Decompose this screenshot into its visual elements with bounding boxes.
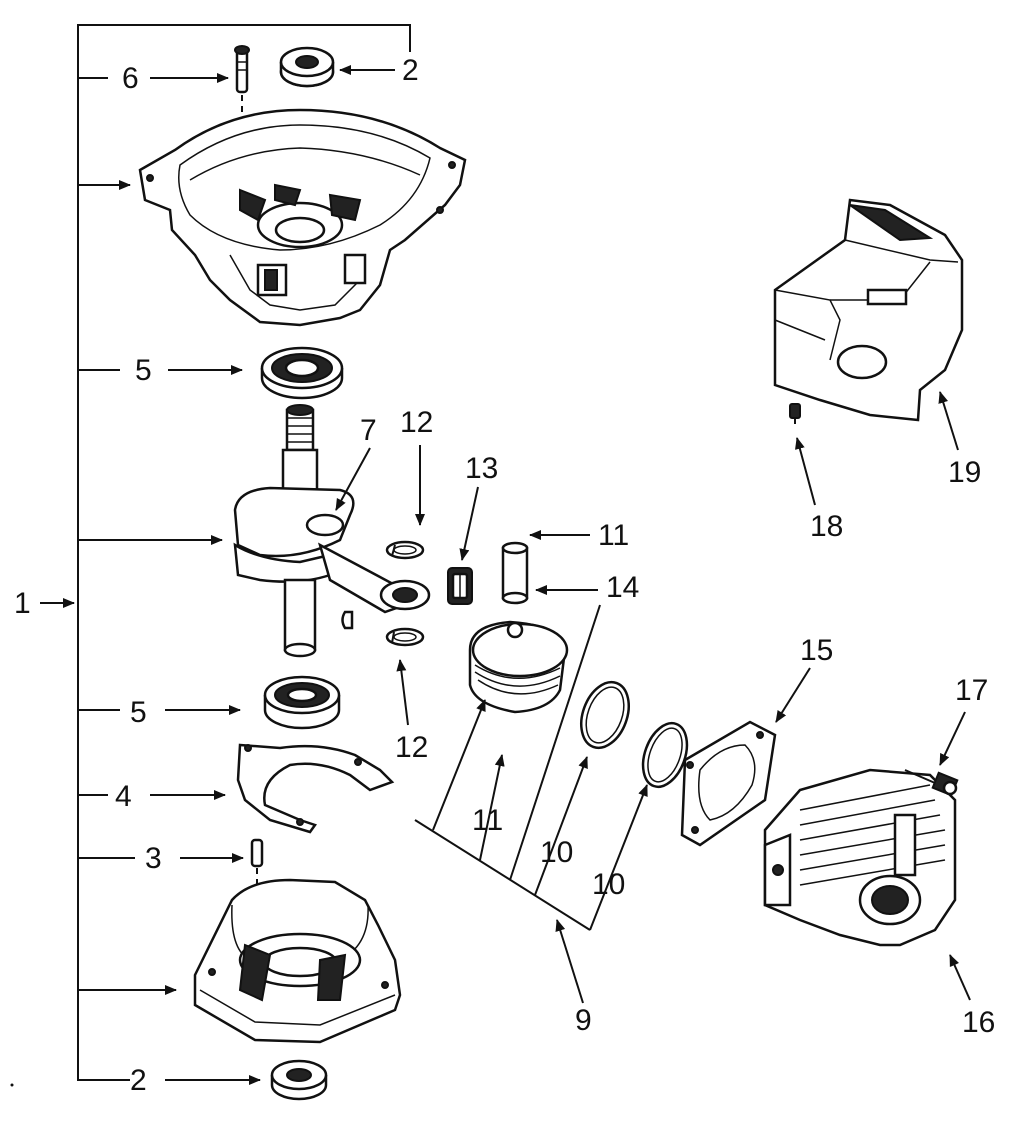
svg-text:10: 10 — [592, 868, 625, 901]
callout-6: 6 — [122, 62, 229, 95]
piston — [468, 620, 569, 714]
part-16-cylinder — [763, 768, 957, 947]
svg-text:2: 2 — [402, 54, 419, 87]
part-15-gasket — [680, 720, 777, 847]
callout-11-top: 11 — [529, 519, 629, 552]
callout-14: 14 — [535, 571, 639, 604]
part-5-bottom-bearing — [263, 675, 341, 730]
part-19-engine-cover — [773, 198, 964, 422]
svg-text:19: 19 — [948, 456, 981, 489]
crankshaft-assembly — [233, 404, 431, 658]
part-11-piston-pin — [501, 541, 529, 605]
callout-18: 18 — [795, 437, 843, 543]
callout-16: 16 — [949, 954, 995, 1039]
callout-19: 19 — [938, 391, 981, 489]
callout-15: 15 — [775, 634, 833, 723]
callout-3: 3 — [145, 842, 244, 875]
kit-9-bracket — [414, 604, 648, 931]
svg-text:16: 16 — [962, 1006, 995, 1039]
callout-13: 13 — [459, 452, 498, 561]
callout-7: 7 — [335, 414, 377, 511]
svg-text:1: 1 — [14, 587, 31, 620]
svg-text:3: 3 — [145, 842, 162, 875]
callout-10-b: 10 — [592, 868, 625, 901]
callout-10-a: 10 — [540, 836, 573, 869]
part-4-crankcase-gasket — [236, 743, 395, 834]
callout-11-bottom: 11 — [472, 804, 503, 837]
svg-text:11: 11 — [472, 804, 503, 837]
stray-dot — [10, 1083, 14, 1087]
part-2-bottom-oil-seal — [270, 1059, 328, 1101]
callout-1: 1 — [14, 587, 75, 620]
svg-text:12: 12 — [395, 731, 428, 764]
svg-text:6: 6 — [122, 62, 139, 95]
part-5-top-bearing — [260, 346, 344, 400]
svg-text:14: 14 — [606, 571, 639, 604]
svg-text:5: 5 — [135, 354, 152, 387]
svg-text:7: 7 — [360, 414, 377, 447]
callout-12-top: 12 — [400, 406, 433, 526]
callout-9: 9 — [555, 919, 592, 1037]
part-12-circlip-top — [385, 540, 425, 560]
part-18-screw — [789, 403, 801, 424]
svg-text:13: 13 — [465, 452, 498, 485]
svg-text:15: 15 — [800, 634, 833, 667]
svg-text:2: 2 — [130, 1064, 147, 1097]
svg-text:10: 10 — [540, 836, 573, 869]
callout-5-bottom: 5 — [130, 696, 241, 729]
assembly-bracket — [77, 24, 411, 1081]
svg-text:11: 11 — [598, 519, 629, 552]
upper-crankcase-housing — [138, 108, 467, 327]
svg-text:12: 12 — [400, 406, 433, 439]
svg-text:17: 17 — [955, 674, 988, 707]
part-13-needle-bearing — [447, 567, 473, 605]
part-2-top-oil-seal — [279, 46, 335, 88]
lower-crankcase-housing — [193, 878, 402, 1044]
callout-5-top: 5 — [135, 354, 243, 387]
callout-2-bottom: 2 — [130, 1064, 261, 1097]
callout-4: 4 — [115, 780, 226, 813]
callout-2-top: 2 — [339, 54, 419, 87]
svg-text:18: 18 — [810, 510, 843, 543]
callout-12-bottom: 12 — [395, 659, 428, 764]
part-12-circlip-bottom — [385, 627, 425, 647]
part-17-screw — [904, 769, 959, 797]
part-10-ring-a — [580, 680, 630, 750]
svg-text:5: 5 — [130, 696, 147, 729]
svg-text:9: 9 — [575, 1004, 592, 1037]
svg-text:4: 4 — [115, 780, 132, 813]
callout-17: 17 — [939, 674, 988, 766]
